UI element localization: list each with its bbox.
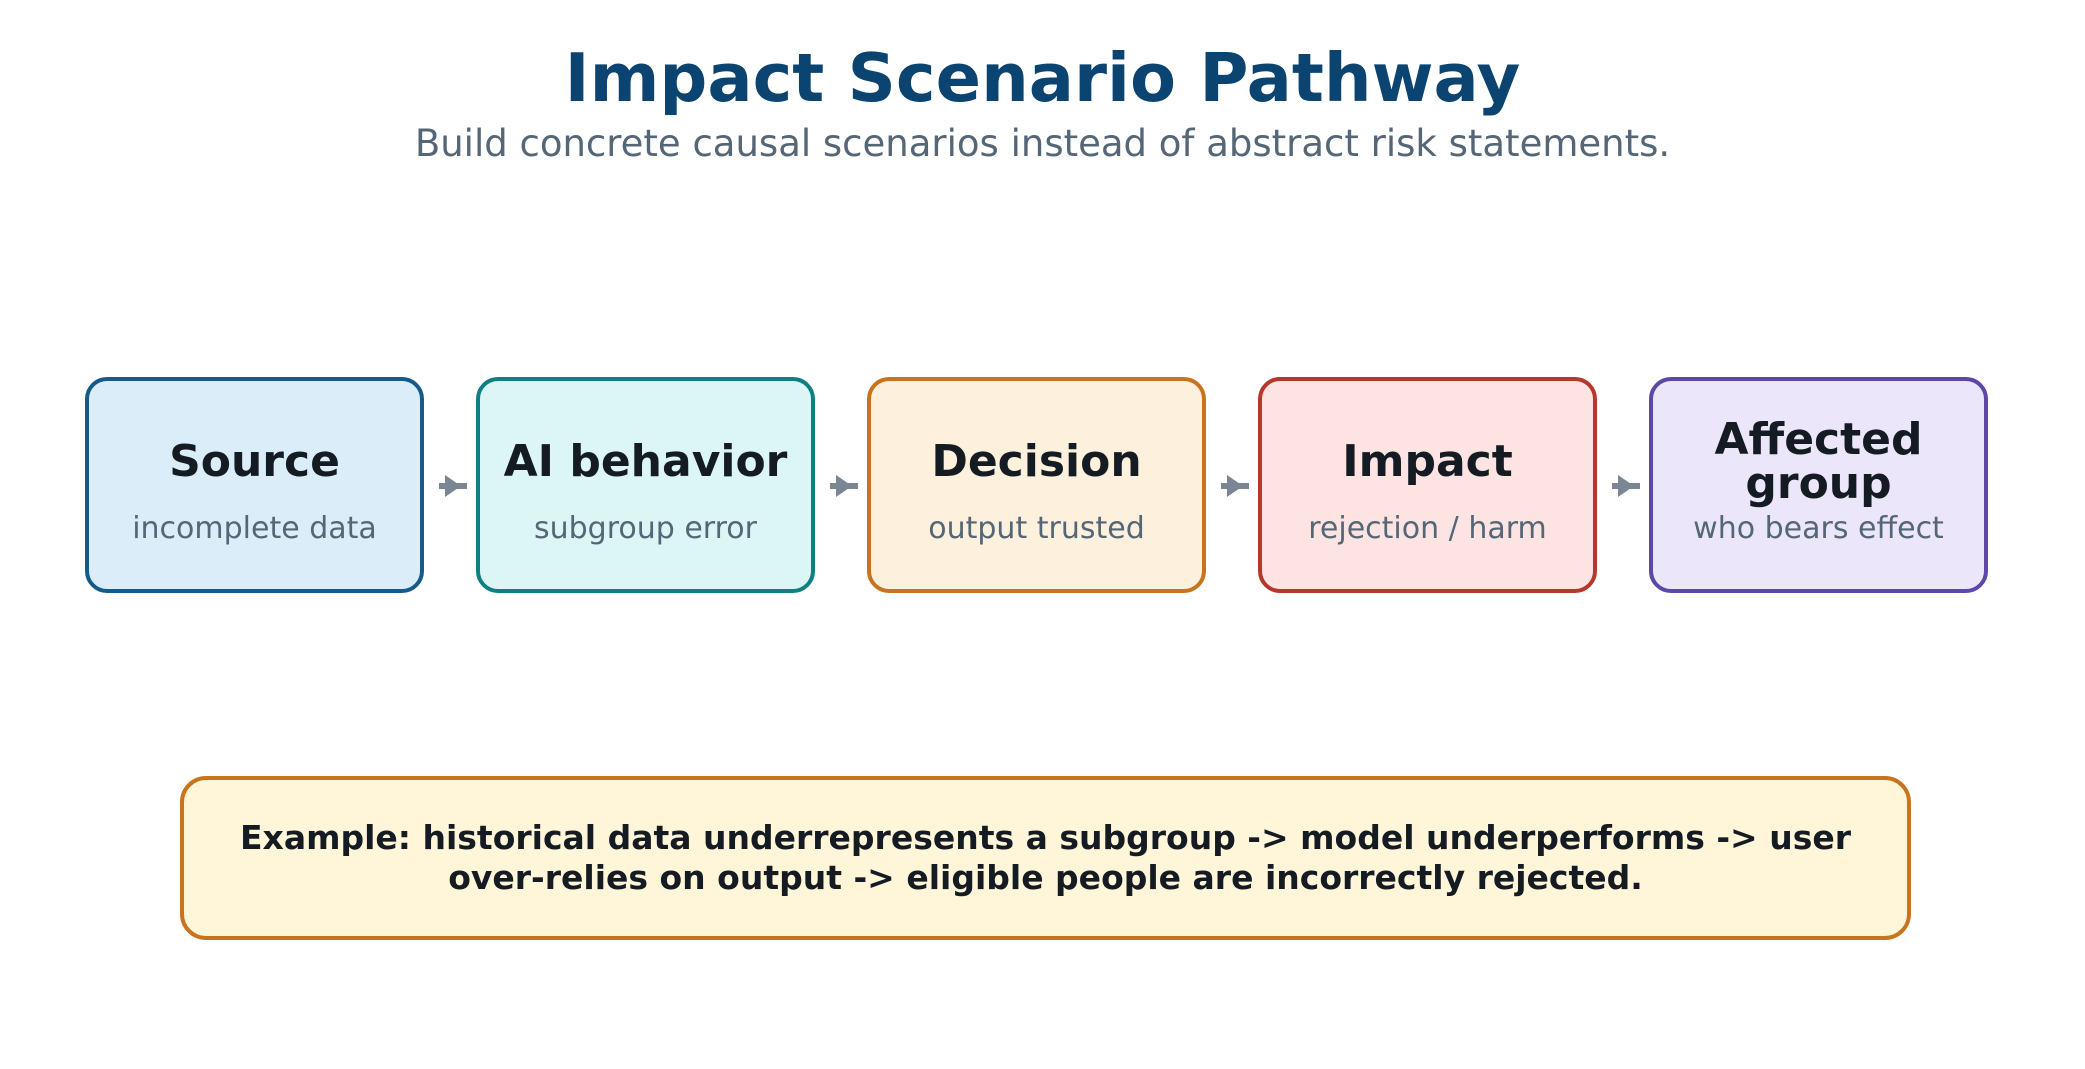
arrow-right-icon [439, 475, 467, 497]
stage-subtitle: rejection / harm [1308, 511, 1547, 546]
page-subtitle: Build concrete causal scenarios instead … [414, 122, 1671, 165]
stage-title: Affected group [1714, 414, 1923, 509]
arrow-right-icon [1221, 475, 1249, 497]
stage-subtitle: subgroup error [534, 511, 757, 546]
example-callout: Example: historical data underrepresents… [180, 776, 1911, 940]
arrow-right-icon [1612, 475, 1640, 497]
stage-title: AI behavior [503, 436, 788, 487]
stage-subtitle: output trusted [928, 511, 1145, 546]
arrow-right-icon [830, 475, 858, 497]
stage-ai-behavior: AI behavior subgroup error [476, 377, 815, 593]
stage-impact: Impact rejection / harm [1258, 377, 1597, 593]
stage-decision: Decision output trusted [867, 377, 1206, 593]
stage-subtitle: who bears effect [1693, 511, 1944, 546]
stage-affected-group: Affected group who bears effect [1649, 377, 1988, 593]
stage-subtitle: incomplete data [132, 511, 377, 546]
page-title: Impact Scenario Pathway [564, 39, 1521, 117]
example-text: Example: historical data underrepresents… [239, 818, 1851, 897]
stage-source: Source incomplete data [85, 377, 424, 593]
stage-title: Source [169, 436, 340, 487]
stage-title: Decision [931, 436, 1142, 487]
stage-title: Impact [1342, 436, 1513, 487]
